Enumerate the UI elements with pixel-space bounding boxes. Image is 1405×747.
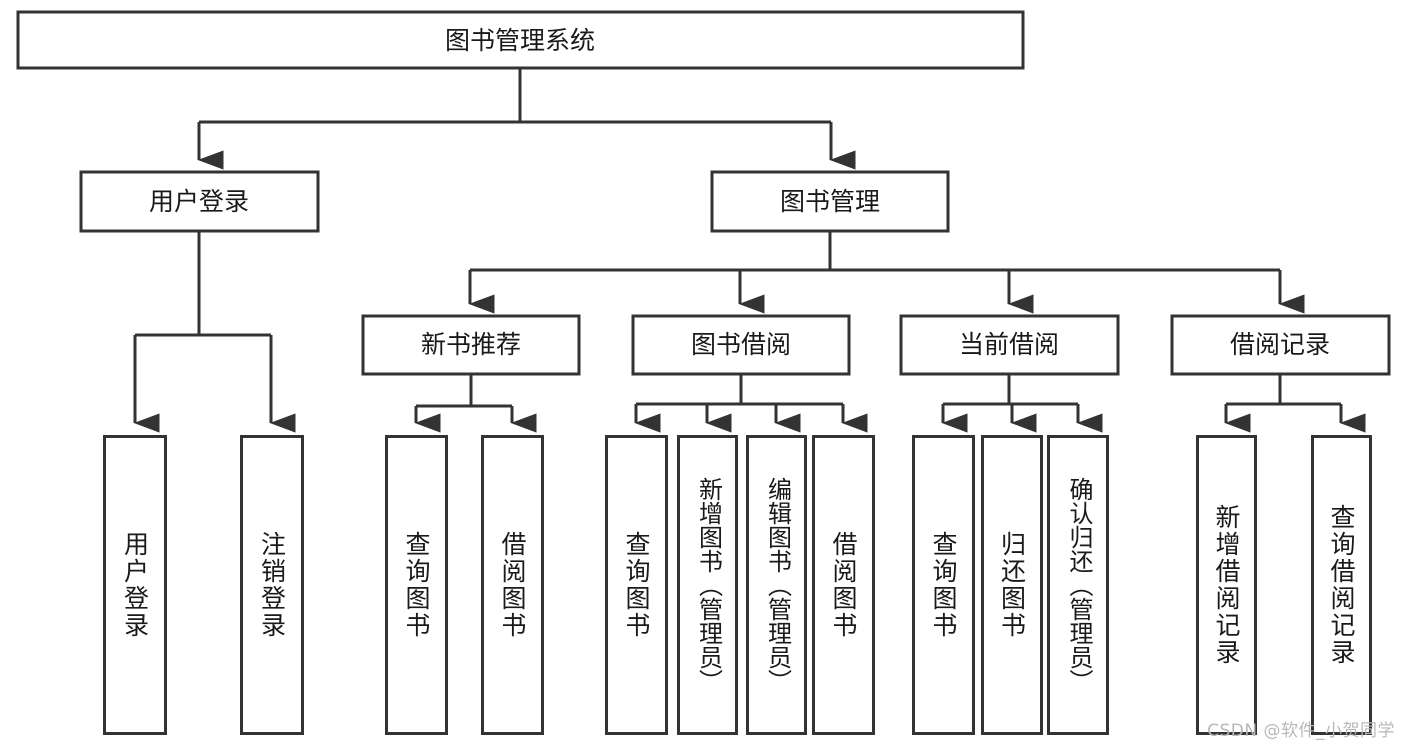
node-book-borrow-rect[interactable] — [631, 314, 851, 376]
leaf-br-add-record-label: 新增借阅记录 — [1212, 504, 1241, 666]
connector-user-login-to-leaves — [133, 231, 296, 433]
node-borrow-record[interactable]: 借阅记录 — [1170, 314, 1391, 376]
leaf-bb-edit-book[interactable]: 编辑图书（管理员） — [746, 435, 807, 735]
leaf-logout-label: 注销登录 — [257, 531, 287, 639]
leaf-logout[interactable]: 注销登录 — [240, 435, 304, 735]
connector-current-borrow-to-leaves — [941, 374, 1103, 433]
leaf-br-query-record-label: 查询借阅记录 — [1327, 504, 1356, 666]
connector-book-manage-to-level3 — [468, 231, 1305, 314]
node-root-rect[interactable] — [16, 10, 1025, 70]
leaf-bb-query-book[interactable]: 查询图书 — [605, 435, 668, 735]
leaf-nbr-query-book[interactable]: 查询图书 — [385, 435, 448, 735]
leaf-nbr-borrow-book[interactable]: 借阅图书 — [481, 435, 544, 735]
leaf-bb-query-book-label: 查询图书 — [622, 531, 651, 639]
node-current-borrow-label: 当前借阅 — [959, 330, 1059, 359]
connector-book-borrow-to-leaves — [634, 374, 868, 433]
node-user-login-label: 用户登录 — [149, 187, 249, 216]
leaf-cb-query-book-label: 查询图书 — [929, 531, 958, 639]
node-current-borrow[interactable]: 当前借阅 — [899, 314, 1120, 376]
node-new-book-recommend-label: 新书推荐 — [421, 330, 521, 359]
connector-root-to-level2 — [197, 68, 856, 170]
node-book-manage-label: 图书管理 — [780, 187, 880, 216]
leaf-cb-query-book[interactable]: 查询图书 — [912, 435, 975, 735]
leaf-nbr-query-book-label: 查询图书 — [402, 531, 431, 639]
leaf-nbr-borrow-book-label: 借阅图书 — [498, 531, 527, 639]
watermark: CSDN @软件_小贺同学 — [1207, 721, 1395, 741]
leaf-br-query-record[interactable]: 查询借阅记录 — [1311, 435, 1372, 735]
node-current-borrow-rect[interactable] — [899, 314, 1120, 376]
leaf-bb-add-book[interactable]: 新增图书（管理员） — [677, 435, 738, 735]
node-root[interactable]: 图书管理系统 — [16, 10, 1025, 70]
node-book-manage[interactable]: 图书管理 — [710, 170, 950, 233]
leaf-cb-return-book[interactable]: 归还图书 — [981, 435, 1043, 735]
node-root-label: 图书管理系统 — [445, 26, 595, 55]
leaf-user-login[interactable]: 用户登录 — [103, 435, 167, 735]
node-new-book-recommend[interactable]: 新书推荐 — [361, 314, 581, 376]
node-book-borrow[interactable]: 图书借阅 — [631, 314, 851, 376]
node-borrow-record-rect[interactable] — [1170, 314, 1391, 376]
node-book-borrow-label: 图书借阅 — [691, 330, 791, 359]
node-borrow-record-label: 借阅记录 — [1230, 330, 1330, 359]
leaf-cb-confirm-return[interactable]: 确认归还（管理员） — [1047, 435, 1109, 735]
leaf-bb-add-book-label: 新增图书（管理员） — [694, 477, 723, 693]
node-user-login-rect[interactable] — [79, 170, 320, 233]
leaf-br-add-record[interactable]: 新增借阅记录 — [1196, 435, 1257, 735]
leaf-bb-borrow-book-label: 借阅图书 — [829, 531, 858, 639]
leaf-bb-borrow-book[interactable]: 借阅图书 — [812, 435, 875, 735]
leaf-user-login-label: 用户登录 — [120, 531, 150, 639]
node-new-book-recommend-rect[interactable] — [361, 314, 581, 376]
leaf-cb-return-book-label: 归还图书 — [997, 531, 1027, 639]
node-user-login[interactable]: 用户登录 — [79, 170, 320, 233]
leaf-bb-edit-book-label: 编辑图书（管理员） — [763, 477, 792, 693]
connector-borrow-record-to-leaves — [1224, 374, 1366, 433]
connector-new-book-recommend-to-leaves — [414, 374, 537, 433]
leaf-cb-confirm-return-label: 确认归还（管理员） — [1064, 477, 1093, 693]
